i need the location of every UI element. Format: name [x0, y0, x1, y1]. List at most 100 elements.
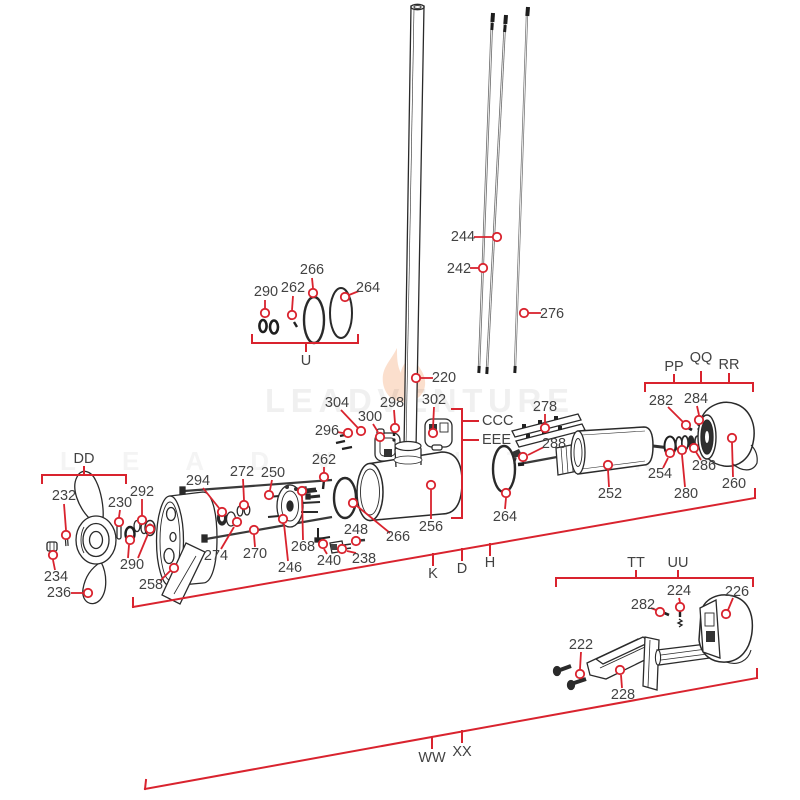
callout-marker — [296, 485, 308, 497]
callout-marker — [286, 309, 298, 321]
callout-304: 304 — [325, 395, 367, 437]
end-housing-226 — [698, 594, 754, 664]
group-label-UU: UU — [668, 555, 689, 571]
group-TT-UU: TT UU — [555, 555, 754, 587]
callout-264: 264 — [493, 487, 517, 525]
callout-marker — [248, 524, 260, 536]
callout-marker — [263, 489, 275, 501]
group-label-RR: RR — [719, 357, 740, 373]
callout-284: 284 — [684, 391, 708, 426]
callout-288: 288 — [517, 436, 566, 463]
part-label-276: 276 — [540, 306, 564, 322]
leader-line — [202, 487, 220, 509]
callout-marker — [136, 514, 148, 526]
callout-262: 262 — [281, 280, 305, 321]
leader-line — [323, 548, 328, 555]
part-label-292: 292 — [130, 484, 154, 500]
leader-line — [662, 457, 669, 469]
callout-marker — [491, 231, 503, 243]
steering-cable-276 — [513, 6, 530, 374]
part-label-236: 236 — [47, 585, 71, 601]
part-label-278: 278 — [533, 399, 557, 415]
group-label-TT: TT — [627, 555, 645, 571]
callout-marker — [47, 549, 59, 561]
part-label-262: 262 — [312, 452, 336, 468]
part-label-270: 270 — [243, 546, 267, 562]
callout-marker — [654, 606, 666, 618]
leader-line — [579, 651, 582, 670]
o-ring-264-u — [329, 287, 353, 339]
leader-line — [301, 495, 304, 541]
arm-bracket-228 — [586, 636, 660, 691]
part-label-266: 266 — [386, 529, 410, 545]
callout-marker — [517, 451, 529, 463]
callout-234: 234 — [44, 549, 68, 585]
callout-marker — [238, 499, 250, 511]
callout-224: 224 — [667, 583, 691, 613]
part-label-222: 222 — [569, 637, 593, 653]
part-label-288: 288 — [542, 436, 566, 452]
callout-246: 246 — [278, 513, 302, 576]
part-label-230: 230 — [108, 495, 132, 511]
callout-282: 282 — [649, 393, 692, 431]
callout-marker — [317, 538, 329, 550]
part-label-260: 260 — [722, 476, 746, 492]
group-label-PP: PP — [664, 359, 683, 375]
callout-292: 292 — [130, 484, 154, 526]
callout-248: 248 — [344, 522, 368, 547]
part-label-224: 224 — [667, 583, 691, 599]
motor-housing-256 — [356, 440, 463, 522]
callout-marker — [350, 535, 362, 547]
callout-marker — [124, 534, 136, 546]
callout-marker — [336, 543, 348, 555]
callout-marker — [680, 419, 692, 431]
leader-line — [650, 607, 657, 611]
washers-290-u — [258, 318, 280, 335]
part-label-290: 290 — [254, 284, 278, 300]
part-label-282: 282 — [649, 393, 673, 409]
callout-marker — [347, 497, 359, 509]
part-label-226: 226 — [725, 584, 749, 600]
callout-222: 222 — [569, 637, 593, 680]
group-label-D: D — [457, 561, 467, 577]
part-label-264: 264 — [356, 280, 380, 296]
leader-line — [348, 290, 360, 296]
leader-line — [269, 479, 273, 491]
callout-290: 290 — [254, 284, 278, 319]
part-label-246: 246 — [278, 560, 302, 576]
callout-marker — [259, 307, 271, 319]
callout-240: 240 — [317, 538, 341, 569]
leader-line — [253, 534, 256, 548]
callout-230: 230 — [108, 495, 132, 528]
group-PP-QQ-RR: PP QQ RR — [644, 350, 754, 392]
callout-244: 244 — [451, 229, 503, 245]
leader-line — [607, 469, 610, 488]
part-label-252: 252 — [598, 486, 622, 502]
callout-marker — [318, 471, 330, 483]
group-label-H: H — [485, 555, 495, 571]
callout-marker — [216, 506, 228, 518]
callout-270: 270 — [243, 524, 267, 562]
steering-cable-242 — [477, 12, 495, 374]
part-label-250: 250 — [261, 465, 285, 481]
group-label-EEE: EEE — [482, 432, 511, 448]
callout-228: 228 — [611, 664, 635, 703]
callout-marker — [427, 427, 439, 439]
callout-marker — [389, 422, 401, 434]
leader-line — [393, 409, 396, 424]
part-label-280: 280 — [674, 486, 698, 502]
callout-marker — [113, 516, 125, 528]
callout-232: 232 — [52, 488, 76, 541]
leader-line — [681, 454, 686, 488]
leader-line — [695, 451, 702, 461]
group-U: U — [251, 334, 359, 369]
part-label-234: 234 — [44, 569, 68, 585]
end-bell-260 — [697, 401, 758, 471]
group-label-QQ: QQ — [690, 350, 713, 366]
callout-280: 280 — [674, 444, 698, 502]
callout-marker — [168, 562, 180, 574]
callout-254: 254 — [648, 447, 676, 482]
callout-242: 242 — [447, 261, 489, 277]
